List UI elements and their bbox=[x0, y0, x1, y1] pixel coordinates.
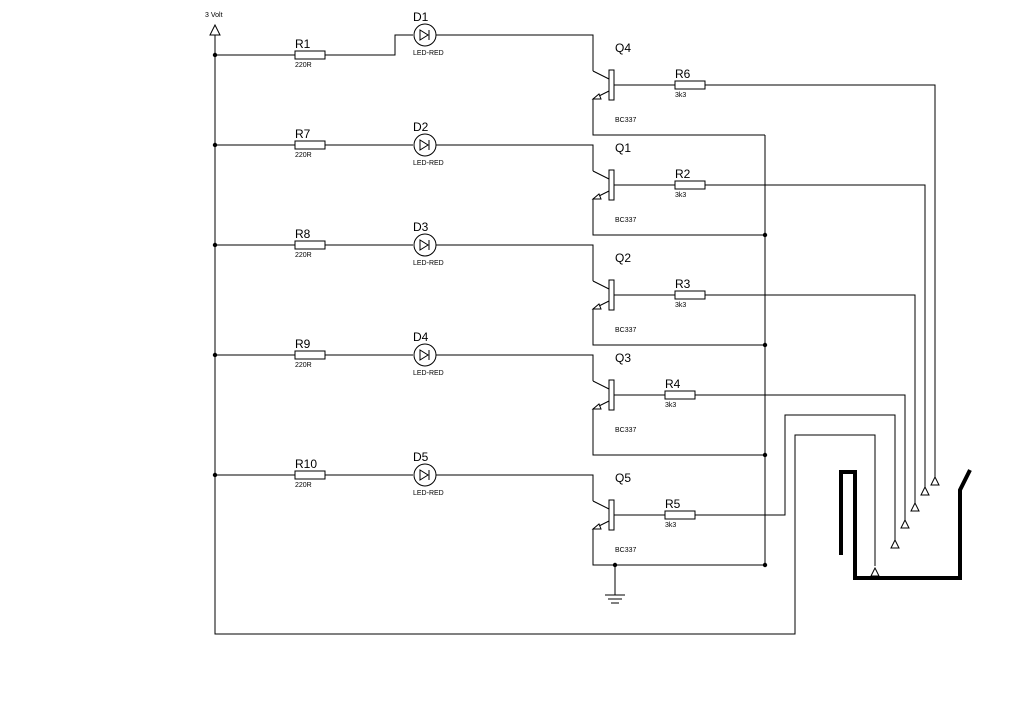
base-resistor bbox=[664, 390, 696, 400]
base-resistor-label: R5 bbox=[665, 497, 681, 511]
resistor-value: 220R bbox=[295, 152, 312, 159]
transistor-label: Q1 bbox=[615, 141, 631, 155]
transistor-label: Q4 bbox=[615, 41, 631, 55]
series-resistor bbox=[294, 350, 326, 360]
base-resistor-value: 3k3 bbox=[665, 522, 676, 529]
transistor-body bbox=[608, 379, 615, 411]
resistor-value: 220R bbox=[295, 482, 312, 489]
led-diode-symbol bbox=[419, 349, 429, 361]
emitter-arrow bbox=[591, 93, 602, 100]
junction-dot bbox=[612, 562, 618, 568]
probe-wire-r3 bbox=[705, 294, 916, 508]
base-resistor-label: R4 bbox=[665, 377, 681, 391]
resistor-label: R8 bbox=[295, 227, 311, 241]
led-value: LED-RED bbox=[413, 370, 444, 377]
resistor-value: 220R bbox=[295, 362, 312, 369]
led-label: D4 bbox=[413, 330, 429, 344]
resistor-label: R7 bbox=[295, 127, 311, 141]
junction-dot bbox=[762, 342, 768, 348]
base-resistor bbox=[674, 80, 706, 90]
emitter-arrow bbox=[591, 303, 602, 310]
transistor-value: BC337 bbox=[615, 217, 637, 224]
junction-dot bbox=[762, 452, 768, 458]
series-resistor bbox=[294, 50, 326, 60]
resistor-label: R1 bbox=[295, 37, 311, 51]
series-resistor bbox=[294, 470, 326, 480]
led-diode-symbol bbox=[419, 469, 429, 481]
transistor-label: Q2 bbox=[615, 251, 631, 265]
transistor-body bbox=[608, 169, 615, 201]
transistor-label: Q3 bbox=[615, 351, 631, 365]
water-tank-sensor bbox=[839, 469, 972, 580]
base-resistor-value: 3k3 bbox=[665, 402, 676, 409]
probe-wire-r4 bbox=[695, 394, 906, 525]
junction-dot bbox=[762, 232, 768, 238]
led-value: LED-RED bbox=[413, 50, 444, 57]
led-value: LED-RED bbox=[413, 490, 444, 497]
led-label: D3 bbox=[413, 220, 429, 234]
transistor-body bbox=[608, 69, 615, 101]
emitter-arrow bbox=[591, 523, 602, 530]
led-value: LED-RED bbox=[413, 260, 444, 267]
probe-wire-r6 bbox=[705, 84, 936, 482]
transistor-value: BC337 bbox=[615, 327, 637, 334]
emitter-arrow bbox=[591, 403, 602, 410]
base-resistor bbox=[674, 180, 706, 190]
led-value: LED-RED bbox=[413, 160, 444, 167]
transistor-value: BC337 bbox=[615, 427, 637, 434]
transistor-body bbox=[608, 279, 615, 311]
base-resistor bbox=[664, 510, 696, 520]
resistor-label: R9 bbox=[295, 337, 311, 351]
base-resistor bbox=[674, 290, 706, 300]
base-resistor-label: R6 bbox=[675, 67, 691, 81]
junction-dot bbox=[762, 562, 768, 568]
led-diode-symbol bbox=[419, 239, 429, 251]
transistor-body bbox=[608, 499, 615, 531]
probe-wire-r2 bbox=[705, 184, 926, 492]
supply-label: 3 Volt bbox=[205, 12, 223, 19]
led-diode-symbol bbox=[419, 139, 429, 151]
resistor-value: 220R bbox=[295, 252, 312, 259]
led-label: D2 bbox=[413, 120, 429, 134]
base-resistor-value: 3k3 bbox=[675, 302, 686, 309]
led-label: D5 bbox=[413, 450, 429, 464]
transistor-label: Q5 bbox=[615, 471, 631, 485]
base-resistor-value: 3k3 bbox=[675, 92, 686, 99]
base-resistor-value: 3k3 bbox=[675, 192, 686, 199]
resistor-label: R10 bbox=[295, 457, 317, 471]
probe-wire-r5 bbox=[695, 414, 896, 545]
resistor-value: 220R bbox=[295, 62, 312, 69]
emitter-arrow bbox=[591, 193, 602, 200]
supply-rail bbox=[214, 35, 876, 635]
transistor-value: BC337 bbox=[615, 547, 637, 554]
series-resistor bbox=[294, 140, 326, 150]
ground-symbol bbox=[605, 565, 625, 604]
led-label: D1 bbox=[413, 10, 429, 24]
transistor-value: BC337 bbox=[615, 117, 637, 124]
base-resistor-label: R2 bbox=[675, 167, 691, 181]
series-resistor bbox=[294, 240, 326, 250]
probe-terminals bbox=[870, 475, 940, 577]
led-diode-symbol bbox=[419, 29, 429, 41]
base-resistor-label: R3 bbox=[675, 277, 691, 291]
supply-terminal: 3 Volt bbox=[205, 12, 223, 36]
